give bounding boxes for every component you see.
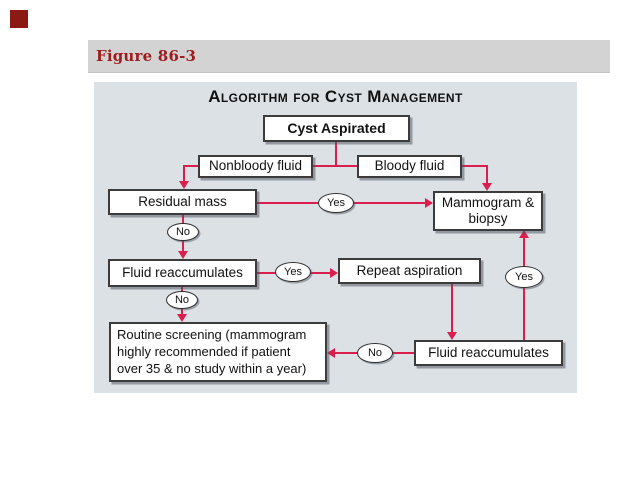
connector-fluid2-yes-up bbox=[523, 238, 525, 340]
decision-no-fluid: No bbox=[166, 291, 198, 309]
figure-label: Figure 86-3 bbox=[96, 47, 197, 65]
node-fluid-reaccumulates-left: Fluid reaccumulates bbox=[108, 259, 257, 287]
node-nonbloody-fluid: Nonbloody fluid bbox=[198, 155, 313, 178]
decision-yes-fluid2: Yes bbox=[505, 266, 543, 288]
connector-bloody-down bbox=[486, 165, 488, 183]
arrowhead-to-repeat-aspiration bbox=[330, 268, 338, 278]
connector-repeat-down bbox=[451, 284, 453, 332]
arrowhead-to-routine-screening bbox=[177, 314, 187, 322]
node-fluid-reaccumulates-left-label: Fluid reaccumulates bbox=[122, 264, 243, 280]
figure-caption-bar: Figure 86-3 bbox=[88, 40, 610, 73]
connector-nonbloody-down bbox=[183, 165, 185, 182]
node-cyst-aspirated: Cyst Aspirated bbox=[263, 115, 410, 142]
diagram-title: Algorithm for Cyst Management bbox=[208, 87, 463, 106]
node-routine-screening: Routine screening (mammogram highly reco… bbox=[109, 322, 327, 382]
decision-no-fluid2: No bbox=[357, 343, 393, 363]
node-routine-line2: highly recommended if patient bbox=[117, 343, 291, 359]
decision-yes-residual: Yes bbox=[318, 193, 354, 213]
node-bloody-fluid-label: Bloody fluid bbox=[374, 158, 445, 174]
flowchart-panel: Algorithm for Cyst Management Cyst Aspir… bbox=[94, 82, 577, 393]
node-fluid-reaccumulates-right-label: Fluid reaccumulates bbox=[428, 344, 549, 360]
arrowhead-to-mammogram-bottom bbox=[519, 230, 529, 238]
arrowhead-to-fluid-reaccumulates-right bbox=[447, 332, 457, 340]
node-fluid-reaccumulates-right: Fluid reaccumulates bbox=[414, 340, 563, 366]
node-routine-line1: Routine screening (mammogram bbox=[117, 327, 307, 342]
node-bloody-fluid: Bloody fluid bbox=[357, 155, 462, 178]
arrowhead-to-mammogram-left bbox=[425, 198, 433, 208]
node-cyst-aspirated-label: Cyst Aspirated bbox=[287, 120, 386, 137]
connector-cyst-down bbox=[335, 142, 337, 166]
slide-corner-mark bbox=[10, 10, 28, 28]
node-routine-line3: over 35 & no study within a year) bbox=[117, 360, 307, 376]
node-repeat-aspiration: Repeat aspiration bbox=[338, 258, 481, 284]
connector-split-horizontal bbox=[183, 165, 488, 167]
arrowhead-to-mammogram-top bbox=[482, 183, 492, 191]
node-mammogram-biopsy: Mammogram & biopsy bbox=[433, 191, 543, 231]
decision-yes-fluid: Yes bbox=[275, 262, 311, 282]
node-repeat-aspiration-label: Repeat aspiration bbox=[356, 262, 463, 278]
node-residual-mass: Residual mass bbox=[108, 189, 257, 215]
node-mammogram-line2: biopsy bbox=[468, 211, 508, 226]
node-residual-mass-label: Residual mass bbox=[138, 193, 227, 209]
arrowhead-to-routine-right bbox=[327, 348, 335, 358]
arrowhead-to-fluid-reaccumulates bbox=[178, 251, 188, 259]
arrowhead-to-residual-mass bbox=[179, 181, 189, 189]
node-mammogram-line1: Mammogram & bbox=[441, 194, 535, 210]
node-nonbloody-fluid-label: Nonbloody fluid bbox=[208, 158, 303, 174]
decision-no-residual: No bbox=[167, 223, 199, 241]
